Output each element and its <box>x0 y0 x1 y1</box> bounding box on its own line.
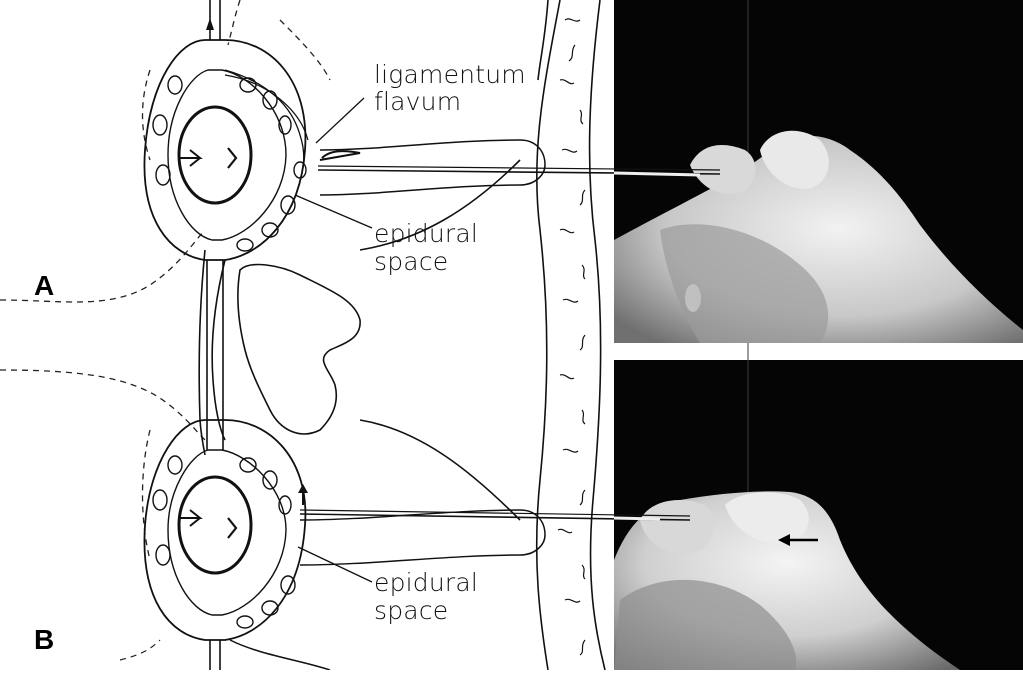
label-epidural-b: epidural <box>374 570 478 596</box>
panel-label-b: B <box>34 624 54 656</box>
label-ligamentum: ligamentum <box>374 62 526 88</box>
spinal-cord-a <box>179 107 251 203</box>
panel-label-a: A <box>34 270 54 302</box>
leader-ligamentum-flavum <box>316 98 364 143</box>
leader-epidural-space-a <box>295 195 372 228</box>
label-space-b: space <box>374 598 448 624</box>
label-space-a: space <box>374 249 448 275</box>
vertebral-process <box>238 265 360 434</box>
label-flavum: flavum <box>374 89 461 115</box>
label-epidural-a: epidural <box>374 221 478 247</box>
vertebra-b <box>144 420 308 640</box>
needle-tip-a <box>320 151 360 160</box>
